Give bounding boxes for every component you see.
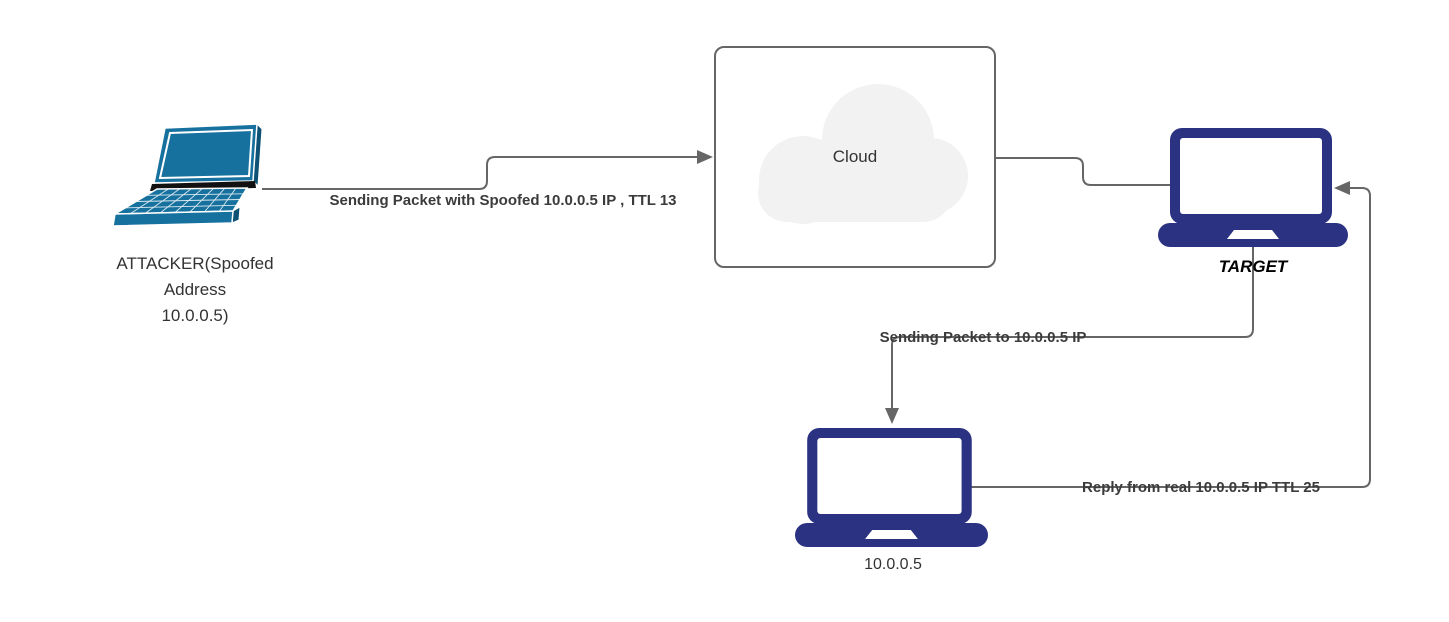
attacker-laptop-icon bbox=[112, 122, 263, 227]
cloud-box: Cloud bbox=[714, 46, 996, 268]
connector-attacker-to-cloud bbox=[262, 156, 699, 190]
target-label: TARGET bbox=[1218, 257, 1288, 276]
keyboard-grid bbox=[125, 187, 244, 215]
arrowhead-into-cloud bbox=[697, 150, 713, 164]
real-host-laptop-icon bbox=[795, 426, 988, 550]
real-host-label: 10.0.0.5 bbox=[864, 556, 922, 573]
connector-cloud-to-target bbox=[996, 157, 1172, 186]
target-laptop-icon bbox=[1158, 126, 1348, 250]
connector-target-to-real-host bbox=[891, 246, 1254, 408]
arrowhead-into-real-host bbox=[885, 408, 899, 424]
edge-label-reply: Reply from real 10.0.0.5 IP TTL 25 bbox=[1082, 479, 1320, 496]
edge-label-send-to-real: Sending Packet to 10.0.0.5 IP bbox=[879, 329, 1087, 346]
arrowhead-into-target bbox=[1334, 181, 1350, 195]
edge-label-spoofed-packet: Sending Packet with Spoofed 10.0.0.5 IP … bbox=[329, 192, 677, 209]
attacker-label: ATTACKER(Spoofed Address 10.0.0.5) bbox=[116, 254, 274, 325]
cloud-icon bbox=[758, 84, 968, 224]
cloud-label: Cloud bbox=[832, 147, 878, 166]
connector-real-host-to-target bbox=[970, 187, 1371, 488]
